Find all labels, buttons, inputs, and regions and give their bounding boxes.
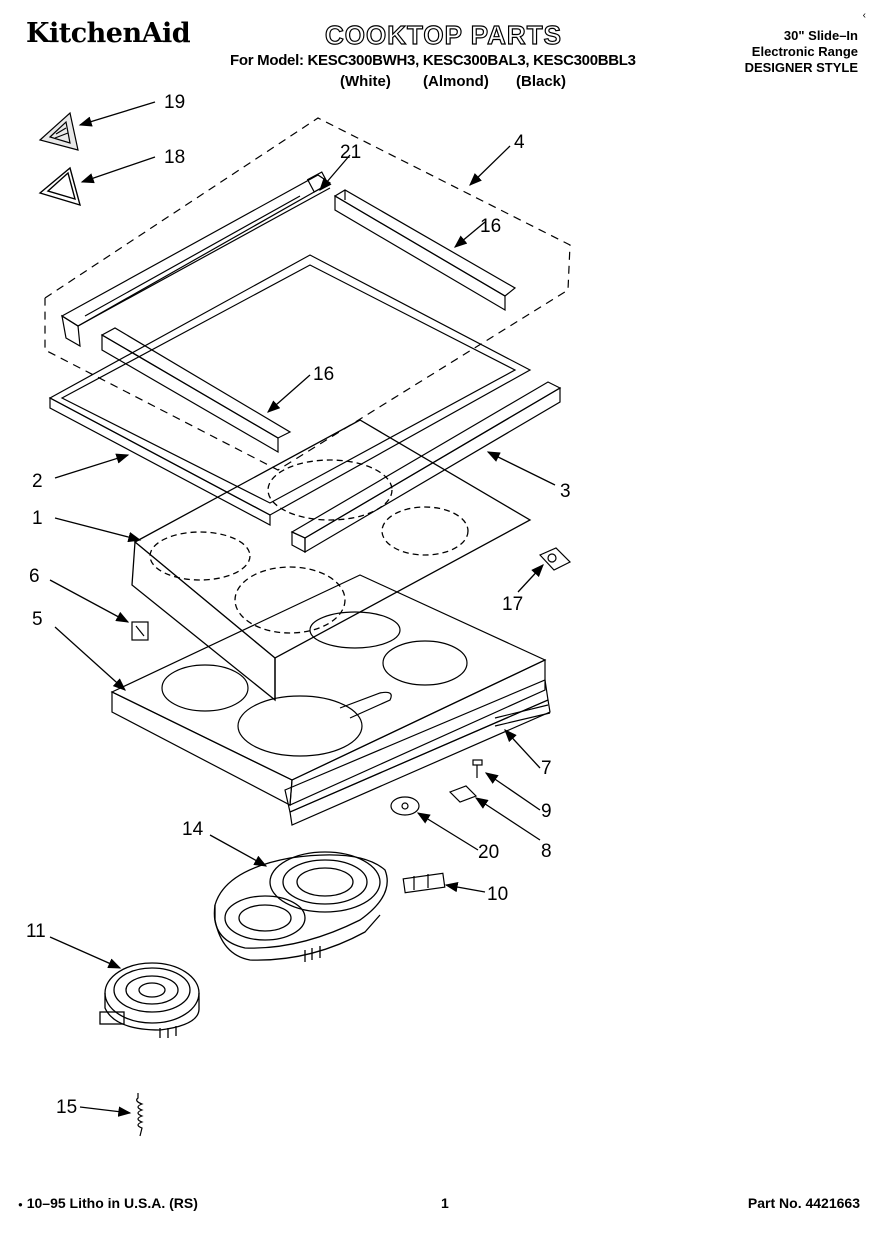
page-title: COOKTOP PARTS xyxy=(324,19,562,50)
callout-5: 5 xyxy=(32,609,43,630)
part-5-burner-box xyxy=(110,574,547,806)
part-1-glass-cooktop xyxy=(131,419,532,702)
part-8-bracket xyxy=(448,785,478,803)
color-white: (White) xyxy=(340,73,391,90)
callout-17: 17 xyxy=(502,594,523,615)
part-14-dual-element xyxy=(213,851,388,962)
part-11-radiant-element xyxy=(99,962,200,1038)
part-6-clip xyxy=(131,621,149,641)
callout-15: 15 xyxy=(56,1097,77,1118)
leader-lines xyxy=(49,101,556,1117)
part-7-control-strip xyxy=(284,679,551,826)
part-19-gasket xyxy=(38,166,82,207)
callout-10: 10 xyxy=(487,884,508,905)
callout-11: 11 xyxy=(26,921,46,942)
part-18-trim-badge xyxy=(38,111,79,151)
callout-3: 3 xyxy=(560,481,571,502)
page-number: 1 xyxy=(441,1195,449,1211)
print-info: ● 10–95 Litho in U.S.A. (RS) xyxy=(18,1195,198,1211)
part-4-outline xyxy=(44,117,571,471)
part-3-front-trim xyxy=(290,381,562,554)
callout-19: 18 xyxy=(164,147,185,168)
part-15-spring xyxy=(136,1093,144,1137)
callout-20: 20 xyxy=(478,842,499,863)
product-line-2: Electronic Range xyxy=(751,44,858,59)
callout-8: 8 xyxy=(541,841,552,862)
product-line-3: DESIGNER STYLE xyxy=(744,60,858,75)
callout-4: 4 xyxy=(514,132,525,153)
brand-logo: KitchenAid xyxy=(26,18,191,49)
color-black: (Black) xyxy=(516,73,567,90)
corner-mark: ‹ xyxy=(862,10,866,21)
callout-9: 9 xyxy=(541,801,552,822)
part-20-sensor xyxy=(390,796,420,816)
part-9-screw xyxy=(472,759,483,778)
callout-numbers: 19 18 21 4 16 16 2 3 1 6 5 17 7 9 8 20 1… xyxy=(26,92,571,1118)
product-line-1: 30" Slide–In xyxy=(783,28,858,43)
part-16-side-rail-lower xyxy=(100,327,292,454)
callout-14: 14 xyxy=(182,819,204,840)
callout-16-upper: 16 xyxy=(480,216,501,237)
callout-1: 1 xyxy=(32,508,43,529)
part-10-terminal-block xyxy=(402,872,446,894)
callout-21: 21 xyxy=(340,142,361,163)
color-almond: (Almond) xyxy=(423,73,489,90)
callout-18: 19 xyxy=(164,92,185,113)
part-21-rear-trim xyxy=(60,171,332,348)
part-16-side-rail-upper xyxy=(333,189,517,312)
callout-16-lower: 16 xyxy=(313,364,334,385)
part-2-frame xyxy=(48,254,532,526)
part-17-switch xyxy=(538,547,572,571)
part-number: Part No. 4421663 xyxy=(747,1195,860,1211)
callout-6: 6 xyxy=(29,566,40,587)
callout-2: 2 xyxy=(32,471,43,492)
model-numbers: For Model: KESC300BWH3, KESC300BAL3, KES… xyxy=(230,52,636,69)
callout-7: 7 xyxy=(541,758,552,779)
